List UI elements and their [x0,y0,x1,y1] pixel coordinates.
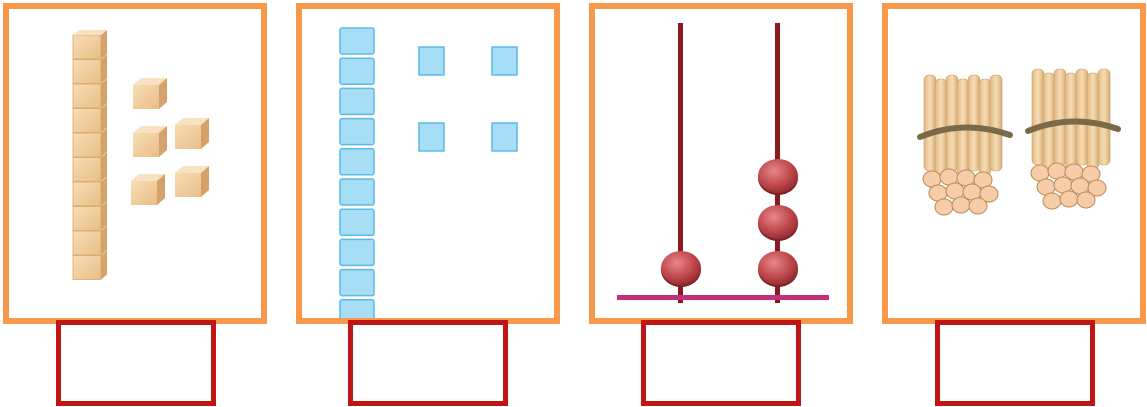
answer-box-1[interactable] [56,320,216,406]
answer-box-2[interactable] [348,320,508,406]
square-tiles-illustration [339,27,518,318]
card-square-tiles [296,3,560,324]
answer-input-2[interactable] [353,325,503,401]
tile [339,208,375,236]
base-ten-blocks-illustration [72,30,209,280]
abacus-beads-tens [661,251,701,287]
rod-segment [72,177,107,207]
unit-tiles [418,46,518,152]
answer-box-4[interactable] [935,320,1095,406]
rod-segment [72,30,107,60]
rod-segment [72,250,107,280]
card-abacus [589,3,853,324]
rod-segment [72,103,107,133]
abacus-base [617,295,829,300]
abacus-rod-tens [678,23,683,303]
tile [339,299,375,318]
answer-input-3[interactable] [646,325,796,401]
unit-cube [133,126,167,157]
unit-cube [131,174,165,205]
tile [339,148,375,176]
ten-tile-column [339,27,375,318]
tile [339,117,375,146]
rod-segment [72,201,107,231]
ten-rod [72,30,107,280]
unit-tile [418,122,445,152]
unit-cube [133,78,167,109]
tile [339,238,375,267]
answer-box-3[interactable] [641,320,801,406]
unit-cube [175,166,209,197]
unit-tile [491,122,518,152]
card-stick-bundles [882,3,1146,324]
stick-bundle [1025,68,1121,210]
unit-tile [491,46,518,76]
rod-segment [72,152,107,182]
stick-bundles-illustration [917,68,1121,216]
unit-tile [418,46,445,76]
abacus-beads-ones [758,159,798,287]
stick-bundle [917,74,1013,216]
rod-segment [72,79,107,109]
stick-bundles [917,68,1121,216]
abacus-illustration [617,23,829,303]
answer-input-1[interactable] [61,325,211,401]
unit-cube [175,118,209,149]
abacus-bead [758,159,798,195]
card-base-ten-blocks [3,3,267,324]
abacus-bead [758,205,798,241]
tile [339,87,375,116]
tile [339,268,375,297]
unit-cubes [131,78,209,205]
abacus-bead [758,251,798,287]
abacus-bead [661,251,701,287]
rod-segment [72,54,107,84]
tile [339,27,375,55]
rod-segment [72,128,107,158]
tile [339,57,375,85]
rod-segment [72,226,107,256]
tile [339,178,375,206]
answer-input-4[interactable] [940,325,1090,401]
